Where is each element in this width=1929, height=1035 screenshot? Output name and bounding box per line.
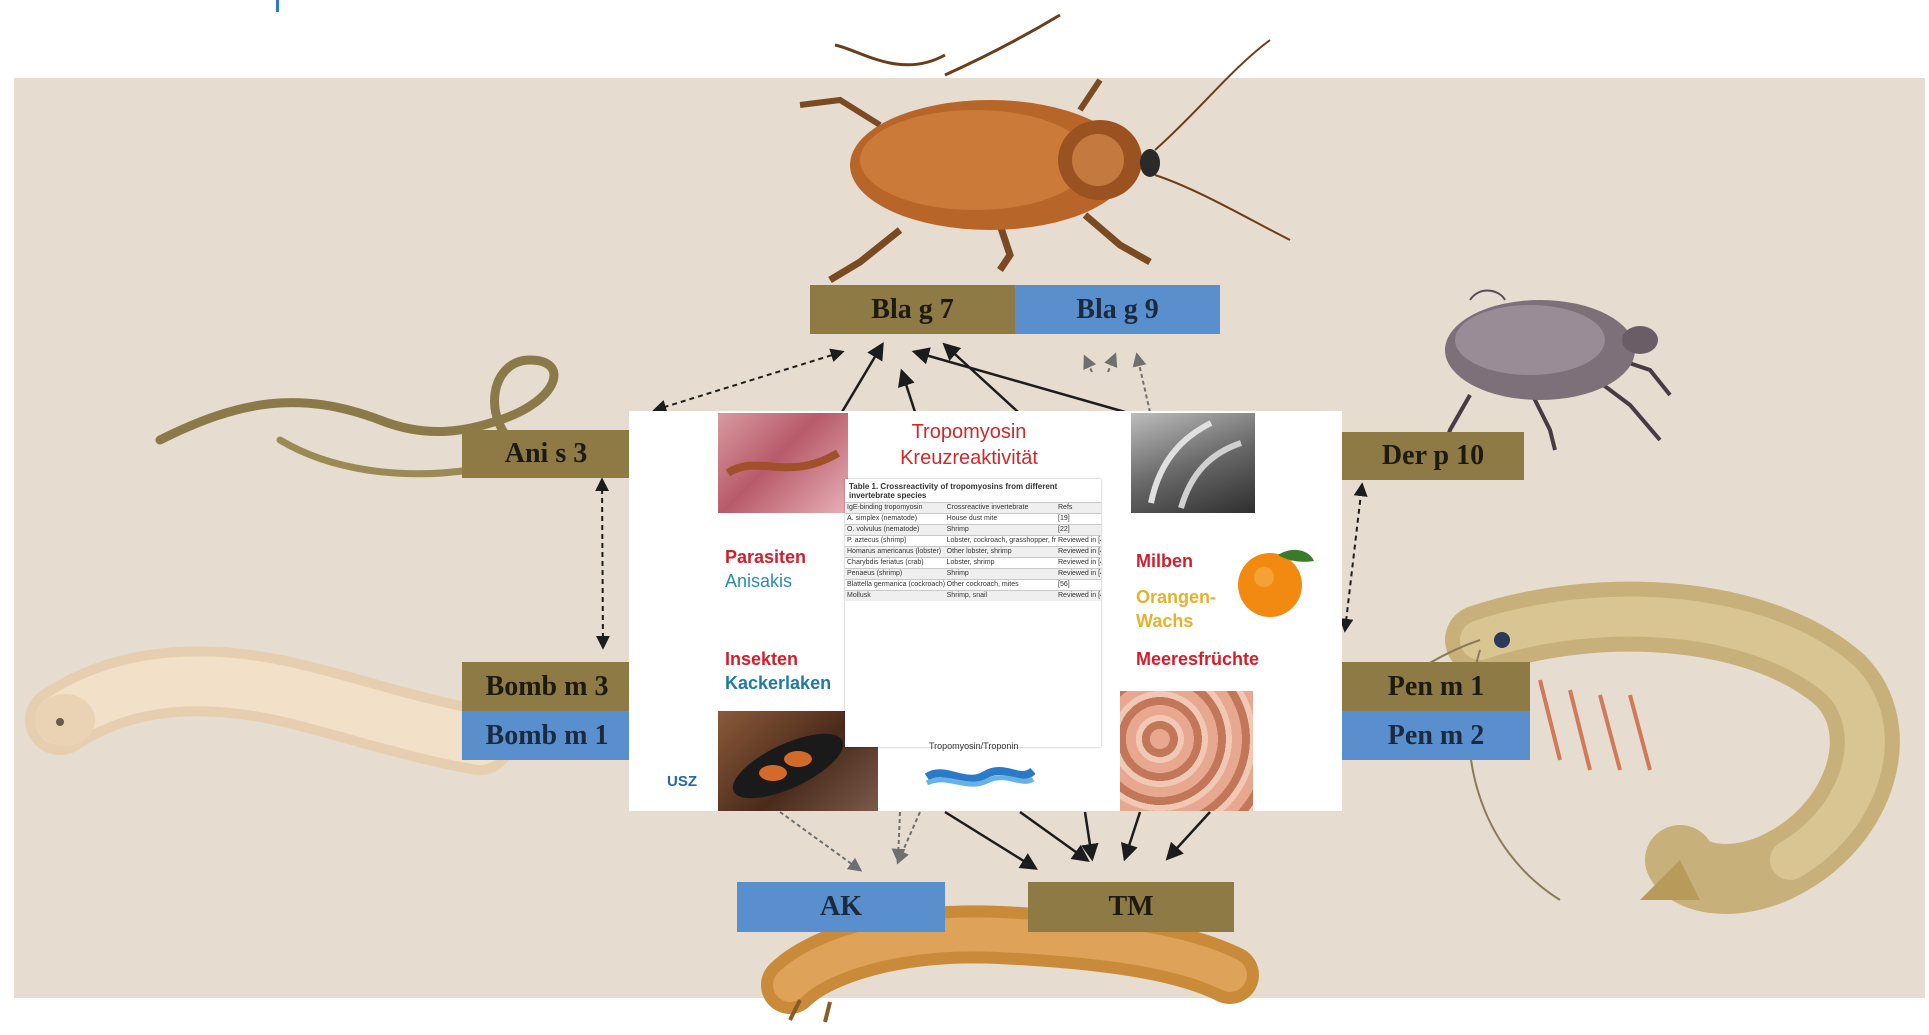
slide-title: Tropomyosin Kreuzreaktivität [859,419,1079,471]
table-caption: Table 1. Crossreactivity of tropomyosins… [845,479,1101,502]
table-cell: Lobster, shrimp [945,558,1056,568]
table-cell: [22] [1056,525,1101,535]
tag-tm: TM [1028,882,1234,932]
table-cell: [56] [1056,580,1101,590]
table-row: A. simplex (nematode)House dust mite[19] [845,513,1101,524]
table-cell: Lobster, cockroach, grasshopper, fruit f… [945,536,1056,546]
table-cell: O. volvulus (nematode) [845,525,945,535]
tag-pen-m-2: Pen m 2 [1342,711,1530,760]
tag-bla-g-9: Bla g 9 [1015,285,1220,334]
table-cell: Reviewed in [42] [1056,558,1101,568]
table-cell: Shrimp [945,525,1056,535]
table-cell: Mollusk [845,591,945,601]
slide-title-line-1: Tropomyosin [859,419,1079,445]
label-meeresfruechte: Meeresfrüchte [1136,647,1259,671]
table-cell: [19] [1056,514,1101,524]
table-body: IgE-binding tropomyosin Crossreactive in… [845,502,1101,601]
tag-ak: AK [737,882,945,932]
anisakis-photo [718,413,848,513]
table-cell: House dust mite [945,514,1056,524]
tag-der-p-10: Der p 10 [1342,432,1524,480]
tropomyosin-slide: Tropomyosin Kreuzreaktivität Parasiten A… [629,411,1342,811]
cockroach-illustration [800,15,1290,280]
label-anisakis: Anisakis [725,569,792,593]
tag-bla-g-7: Bla g 7 [810,285,1015,334]
table-header-cell: Refs [1056,503,1101,513]
table-cell: Penaeus (shrimp) [845,569,945,579]
table-header-cell: Crossreactive invertebrate [945,503,1056,513]
table-cell: Reviewed in [42] [1056,591,1101,601]
tag-bomb-m-1: Bomb m 1 [462,711,632,760]
label-wachs: Wachs [1136,609,1193,633]
shrimp-photo [1120,691,1253,811]
tag-ani-s-3: Ani s 3 [462,430,630,478]
table-row: P. aztecus (shrimp)Lobster, cockroach, g… [845,535,1101,546]
table-row: Charybdis feriatus (crab)Lobster, shrimp… [845,557,1101,568]
mite-photo [1131,413,1255,513]
table-header-cell: IgE-binding tropomyosin [845,503,945,513]
table-cell: Homarus americanus (lobster) [845,547,945,557]
slide-title-line-2: Kreuzreaktivität [859,445,1079,471]
silkworm-illustration [35,681,480,746]
table-cell: Blattella germanica (cockroach) [845,580,945,590]
usz-logo: USZ [667,773,697,790]
table-cell: A. simplex (nematode) [845,514,945,524]
table-row: O. volvulus (nematode)Shrimp[22] [845,524,1101,535]
table-cell: Reviewed in [42] [1056,547,1101,557]
table-cell: Other cockroach, mites [945,580,1056,590]
table-row: Blattella germanica (cockroach)Other coc… [845,579,1101,590]
mealworm-illustration [790,934,1230,1022]
table-cell: Shrimp, snail [945,591,1056,601]
table-header-row: IgE-binding tropomyosin Crossreactive in… [845,502,1101,513]
crossreactivity-table: Table 1. Crossreactivity of tropomyosins… [845,479,1101,747]
tag-bomb-m-3: Bomb m 3 [462,662,632,711]
label-parasiten: Parasiten [725,545,806,569]
table-cell: Other lobster, shrimp [945,547,1056,557]
table-cell: Reviewed in [42] [1056,569,1101,579]
label-milben: Milben [1136,549,1193,573]
tropomyosin-caption: Tropomyosin/Troponin [929,741,1018,751]
tag-pen-m-1: Pen m 1 [1342,662,1530,711]
label-kackerlaken: Kackerlaken [725,671,831,695]
label-insekten: Insekten [725,647,798,671]
table-cell: Shrimp [945,569,1056,579]
table-row: Homarus americanus (lobster)Other lobste… [845,546,1101,557]
table-cell: P. aztecus (shrimp) [845,536,945,546]
label-orangen: Orangen- [1136,585,1216,609]
table-cell: Reviewed in [42, 43] [1056,536,1101,546]
tropomyosin-model-image [925,757,1035,793]
orange-photo [1234,541,1314,621]
table-cell: Charybdis feriatus (crab) [845,558,945,568]
